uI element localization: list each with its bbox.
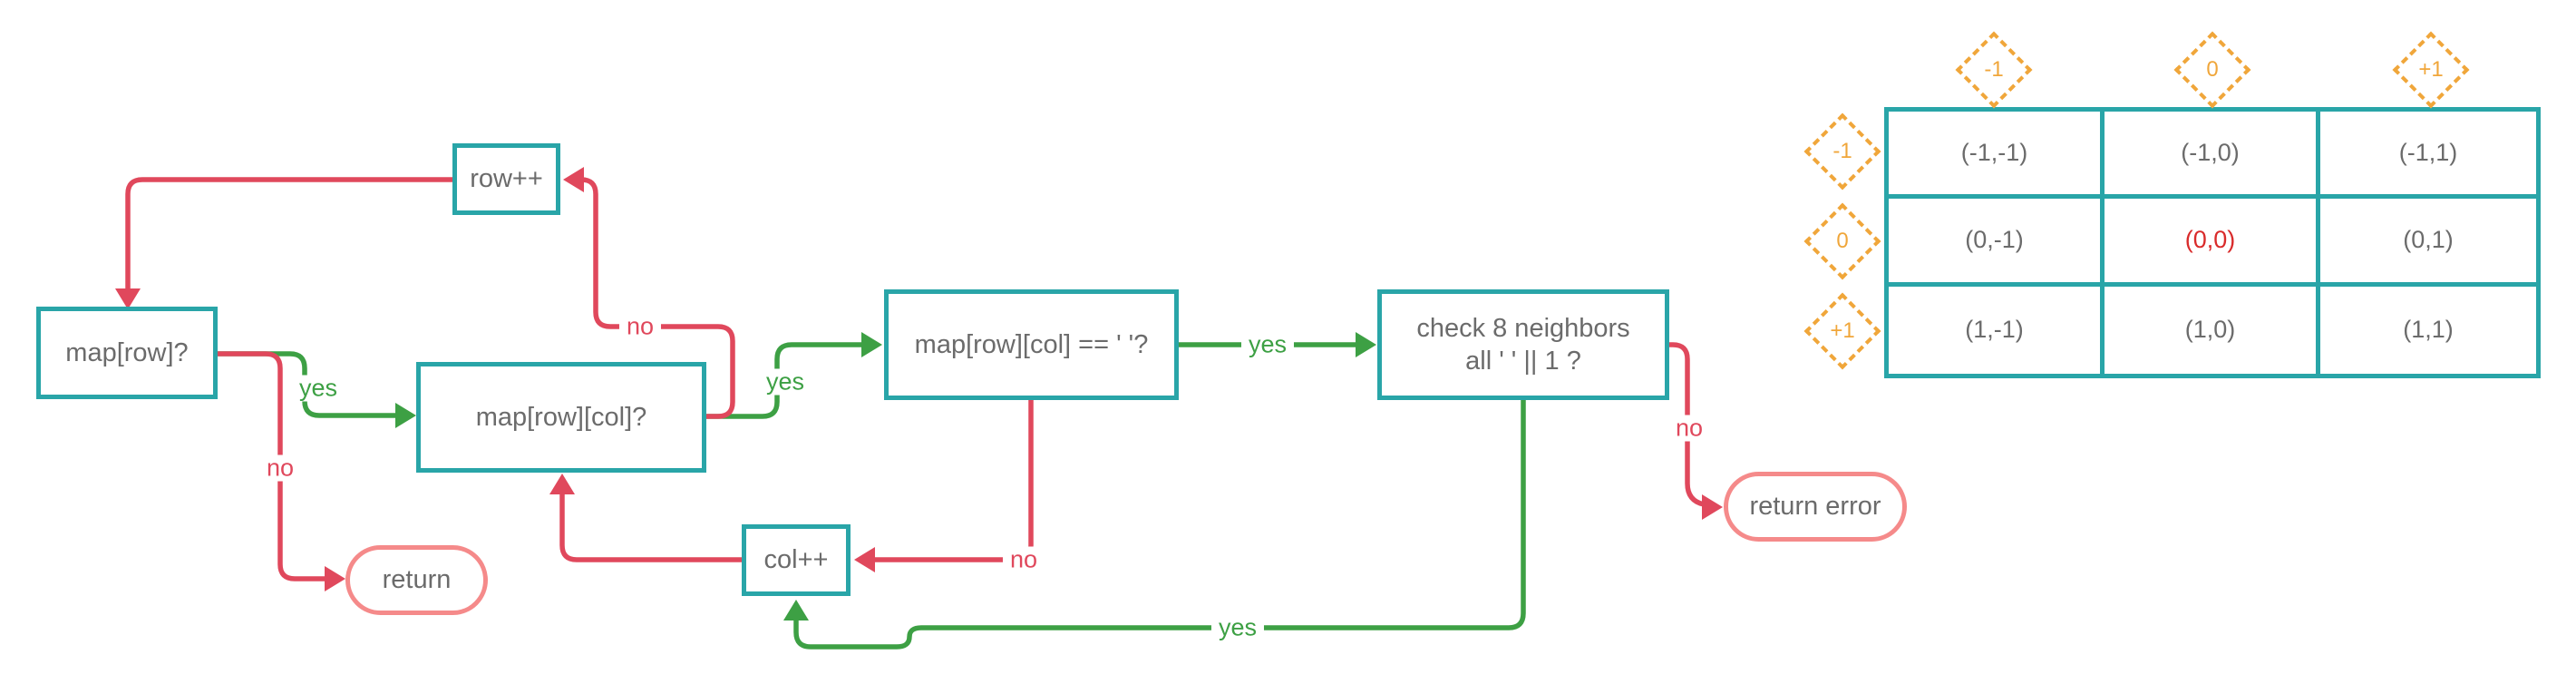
table-cell: (1,1) [2320, 286, 2536, 374]
node-row-increment-label: row++ [470, 164, 543, 194]
column-header-label: -1 [1984, 57, 2004, 82]
arrowhead-into-return [325, 566, 345, 591]
arrowhead-into-map-row [115, 288, 141, 309]
node-return-error: return error [1724, 472, 1907, 542]
column-header-label: 0 [2206, 57, 2219, 82]
arrowhead-into-eq-space [861, 332, 882, 357]
arrowhead-into-map-row-col-left [395, 403, 416, 428]
table-cell: (1,-1) [1889, 286, 2105, 374]
arrowhead-into-map-row-col-bottom [549, 474, 575, 494]
arrowhead-into-return-error [1702, 494, 1723, 520]
row-header-label: -1 [1832, 139, 1852, 163]
edge-eq-space-no [873, 400, 1034, 562]
node-map-row-label: map[row]? [65, 337, 189, 367]
node-map-row-col-eq-space-label: map[row][col] == ' '? [914, 329, 1149, 359]
edge-label-map-row-yes: yes [291, 375, 345, 402]
node-check-neighbors-line1: check 8 neighbors [1416, 313, 1630, 343]
arrowhead-into-col-inc-bottom [783, 600, 809, 620]
node-row-increment: row++ [452, 143, 560, 215]
node-map-row-col: map[row][col]? [416, 362, 706, 473]
edge-label-map-row-col-no: no [618, 313, 662, 340]
edge-label-eq-space-no: no [1002, 546, 1045, 573]
table-cell: (1,0) [2105, 286, 2320, 374]
edge-label-eq-space-yes: yes [1240, 331, 1295, 358]
edge-label-check-neighbors-no: no [1667, 415, 1711, 442]
row-header-label: +1 [1830, 318, 1855, 343]
table-cell: (-1,0) [2105, 112, 2320, 200]
edge-label-map-row-no: no [258, 454, 302, 482]
edge-row-inc-to-map-row [125, 177, 452, 290]
table-cell: (-1,-1) [1889, 112, 2105, 200]
edge-check-neighbors-no [1669, 342, 1705, 507]
arrowhead-into-check-neighbors [1356, 332, 1376, 357]
node-map-row-col-eq-space: map[row][col] == ' '? [884, 289, 1179, 400]
arrowhead-into-col-inc-right [854, 547, 875, 572]
node-col-increment-label: col++ [763, 545, 829, 575]
edge-map-row-col-no [580, 177, 735, 419]
node-return-label: return [382, 565, 452, 595]
node-map-row: map[row]? [36, 307, 218, 399]
edge-label-map-row-col-yes: yes [758, 368, 812, 396]
arrowhead-into-row-inc [563, 167, 584, 192]
node-return: return [345, 545, 488, 615]
table-cell: (-1,1) [2320, 112, 2536, 200]
node-check-neighbors: check 8 neighbors all ' ' || 1 ? [1377, 289, 1669, 400]
node-return-error-label: return error [1749, 492, 1881, 522]
table-cell: (0,-1) [1889, 199, 2105, 287]
neighbor-offsets-table: (-1,-1) (-1,0) (-1,1) (0,-1) (0,0) (0,1)… [1884, 107, 2541, 378]
table-cell: (0,1) [2320, 199, 2536, 287]
edge-check-neighbors-yes [793, 400, 1526, 650]
node-map-row-col-label: map[row][col]? [475, 402, 647, 432]
row-header-label: 0 [1836, 229, 1849, 253]
node-check-neighbors-line2: all ' ' || 1 ? [1465, 347, 1581, 376]
node-col-increment: col++ [742, 524, 851, 596]
table-cell-center-highlight: (0,0) [2105, 199, 2320, 287]
edge-label-check-neighbors-yes: yes [1210, 614, 1265, 641]
column-header-label: +1 [2418, 57, 2444, 82]
edge-col-inc-to-map-row-col [559, 494, 742, 562]
